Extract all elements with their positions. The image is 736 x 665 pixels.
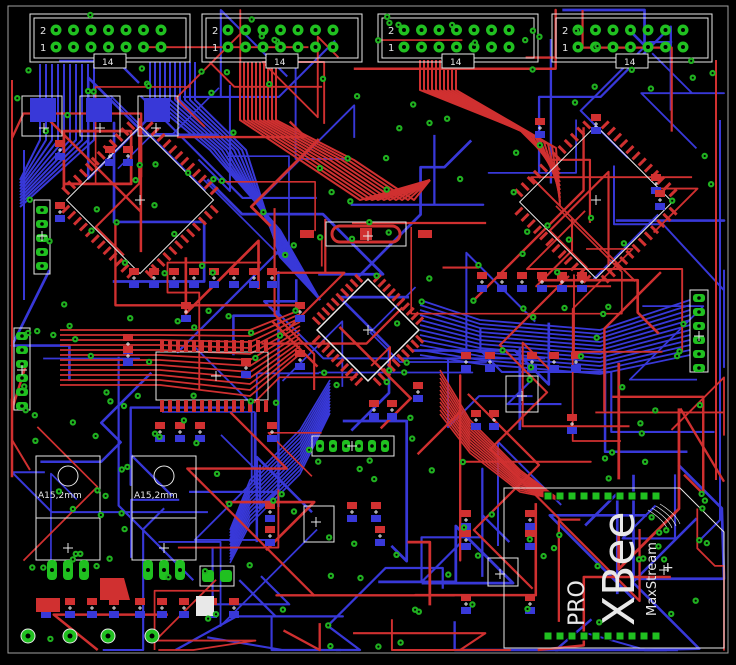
xbee-name-label: XBee xyxy=(594,512,645,626)
smd-component xyxy=(535,118,545,138)
regulator-pin xyxy=(175,560,185,580)
smd-component xyxy=(157,598,167,618)
smd-component xyxy=(249,268,259,288)
smd-component xyxy=(179,598,189,618)
smd-component xyxy=(497,272,507,292)
smd-component xyxy=(129,268,139,288)
smd-component xyxy=(375,526,385,546)
smd-component xyxy=(175,422,185,442)
smd-component xyxy=(181,302,191,322)
component-origins xyxy=(17,123,704,579)
smd-component xyxy=(65,598,75,618)
smd-component xyxy=(369,400,379,420)
smd-component xyxy=(567,414,577,434)
smd-component xyxy=(485,352,495,372)
smd-component xyxy=(135,598,145,618)
smd-component xyxy=(591,114,601,134)
mosfet-1 xyxy=(21,95,63,137)
connector-pin2-label: 2 xyxy=(212,26,218,37)
smd-component xyxy=(489,410,499,430)
connector-1: 2 1 14 xyxy=(29,13,191,69)
smd-component xyxy=(477,272,487,292)
smd-component xyxy=(55,140,65,160)
smd-component xyxy=(105,146,115,166)
smd-component xyxy=(577,272,587,292)
smd-component xyxy=(413,382,423,402)
capacitor xyxy=(220,570,232,582)
regulator-pin xyxy=(63,560,73,580)
svg-text:+: + xyxy=(662,560,674,576)
connector-size-label: 14 xyxy=(624,58,636,68)
vias xyxy=(14,11,716,650)
smd-component xyxy=(557,272,567,292)
mosfet-3 xyxy=(137,95,179,137)
smd-component xyxy=(347,502,357,522)
connector-pin1-label: 1 xyxy=(388,43,394,54)
connector-pin1-label: 1 xyxy=(562,43,568,54)
smd-component xyxy=(549,352,559,372)
mounting-pads xyxy=(20,628,160,644)
connector-size-label: 14 xyxy=(450,58,462,68)
header-left-lower xyxy=(13,327,31,411)
smd-component xyxy=(571,352,581,372)
regulator-pin xyxy=(79,560,89,580)
connector-size-label: 14 xyxy=(102,58,114,68)
ic-xbee-side-qfn xyxy=(487,557,519,587)
smd-component xyxy=(387,400,397,420)
smd-component xyxy=(265,526,275,546)
smd-component xyxy=(229,598,239,618)
smd-component xyxy=(295,302,305,322)
board-outline xyxy=(7,5,729,654)
connector-size-label: 14 xyxy=(274,58,286,68)
mosfet-2 xyxy=(79,95,121,137)
smd-component xyxy=(371,502,381,522)
ic-bottom-qfn xyxy=(303,505,335,543)
smd-component xyxy=(517,272,527,292)
connector-pin2-label: 2 xyxy=(562,26,568,37)
ic-center-mcu xyxy=(311,273,425,387)
regulator-pin xyxy=(143,560,153,580)
xbee-maker-label: MaxStream xyxy=(645,542,660,616)
crystal xyxy=(300,221,432,247)
connector-pin1-label: 1 xyxy=(212,43,218,54)
smd-component xyxy=(525,510,535,530)
header-middle xyxy=(311,435,395,457)
smd-component xyxy=(123,346,133,366)
smd-component xyxy=(109,598,119,618)
smd-component xyxy=(229,268,239,288)
ic-right-qfn xyxy=(505,375,539,413)
connector-pin2-label: 2 xyxy=(40,26,46,37)
ic-left-soic xyxy=(155,340,269,412)
smd-component xyxy=(265,502,275,522)
regulator-label: A15,2mm xyxy=(134,491,178,501)
smd-component xyxy=(461,594,471,614)
smd-component xyxy=(189,268,199,288)
smd-component xyxy=(537,272,547,292)
smd-component xyxy=(461,530,471,550)
connector-2: 2 1 14 xyxy=(201,13,363,69)
smd-component xyxy=(471,410,481,430)
smd-component xyxy=(55,202,65,222)
connector-pin2-label: 2 xyxy=(388,26,394,37)
smd-components xyxy=(36,114,665,618)
smd-component xyxy=(195,422,205,442)
regulator-pin xyxy=(47,560,57,580)
connector-pin1-label: 1 xyxy=(40,43,46,54)
smd-component xyxy=(461,352,471,372)
smd-component xyxy=(123,146,133,166)
smd-component xyxy=(149,268,159,288)
smd-component xyxy=(267,268,277,288)
smd-component xyxy=(241,358,251,378)
xbee-module: PRO XBee MaxStream + xyxy=(503,487,725,649)
smd-component xyxy=(267,422,277,442)
regulator-label: A15,2mm xyxy=(38,491,82,501)
top-copper-traces xyxy=(10,8,726,652)
smd-component xyxy=(169,268,179,288)
smd-component xyxy=(295,350,305,370)
xbee-pro-label: PRO xyxy=(565,580,590,626)
smd-component xyxy=(87,598,97,618)
smd-component xyxy=(655,190,665,210)
